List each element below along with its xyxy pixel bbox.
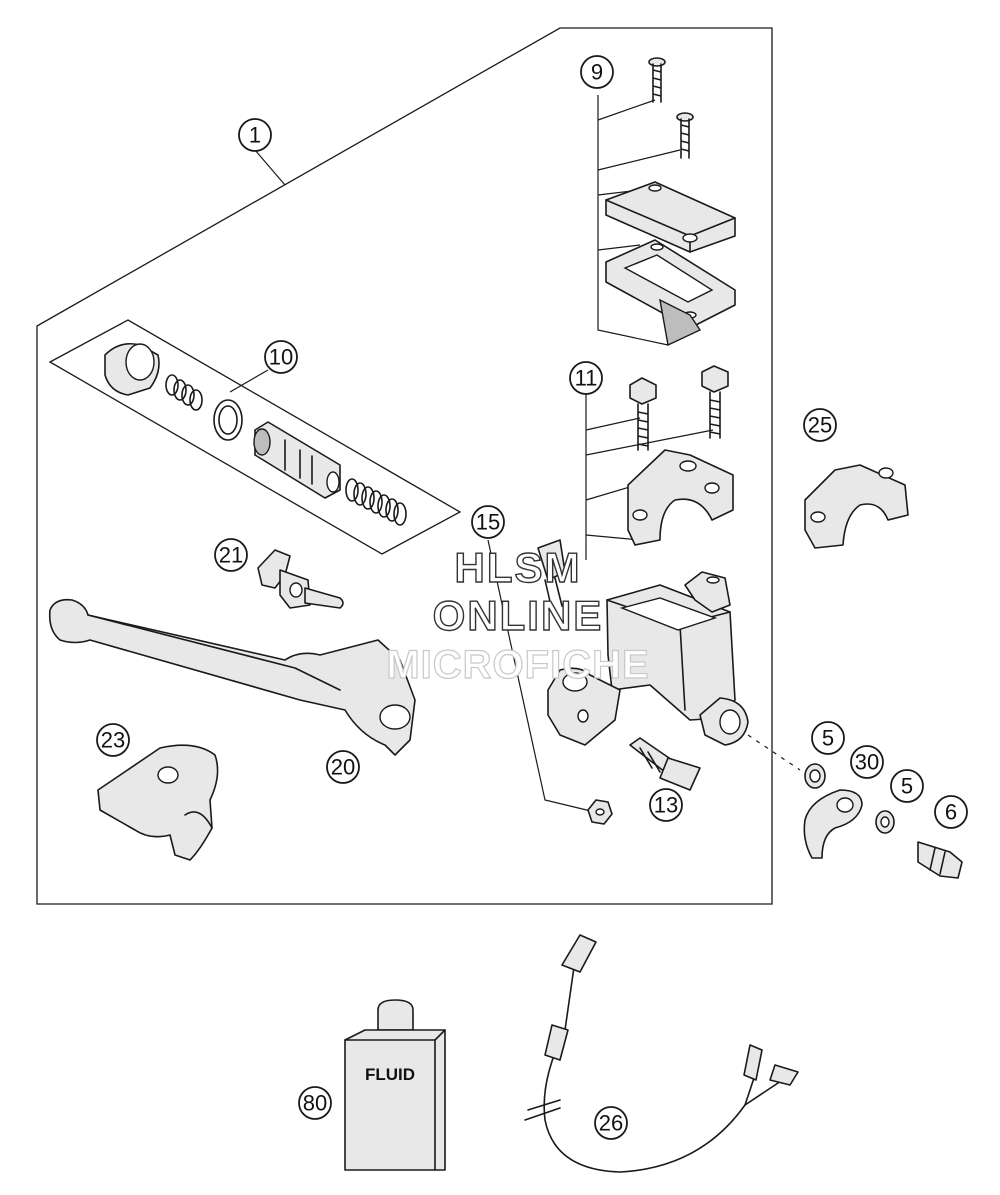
bleeder-screw-icon xyxy=(537,539,566,611)
watermark: HLSM ONLINE MICROFICHE xyxy=(386,543,650,687)
callout-label: 23 xyxy=(101,728,125,753)
brake-hose-icon xyxy=(803,789,863,859)
screw-icon xyxy=(676,112,694,159)
brake-fluid-bottle-icon: FLUID xyxy=(344,999,446,1171)
assembly-frame xyxy=(36,27,773,905)
wiring-harness-icon xyxy=(524,934,799,1173)
callout-25: 25 xyxy=(803,408,837,442)
brake-switch-icon xyxy=(629,737,701,791)
callout-13: 13 xyxy=(649,788,683,822)
bolt-icon xyxy=(701,365,729,439)
bolt-icon xyxy=(629,377,657,451)
boot-icon xyxy=(104,342,160,396)
piston-icon xyxy=(253,421,341,499)
callout-label: 30 xyxy=(855,750,879,775)
callout-label: 10 xyxy=(269,345,293,370)
callout-label: 11 xyxy=(575,366,598,391)
reservoir-cap-group xyxy=(597,57,736,347)
callout-label: 20 xyxy=(331,755,355,780)
lever-guard-icon xyxy=(97,744,219,861)
callout-9: 9 xyxy=(580,55,614,89)
callout-80: 80 xyxy=(298,1086,332,1120)
leader-1 xyxy=(254,149,286,186)
banjo-bolt-icon xyxy=(917,841,963,879)
master-cylinder-icon xyxy=(547,571,749,746)
fluid-label: FLUID xyxy=(365,1065,415,1084)
callout-5a: 5 xyxy=(811,721,845,755)
callout-11: 11 xyxy=(569,361,603,395)
callout-1: 1 xyxy=(238,118,272,152)
callout-label: 80 xyxy=(303,1091,327,1116)
callout-label: 26 xyxy=(599,1111,623,1136)
callout-label: 21 xyxy=(219,543,243,568)
watermark-line-1: HLSM xyxy=(455,544,582,591)
handlebar-clamp-icon xyxy=(627,449,734,546)
callout-label: 5 xyxy=(901,774,913,799)
callout-label: 25 xyxy=(808,413,832,438)
clamp-group xyxy=(585,365,734,560)
adjuster-screw-icon xyxy=(257,549,344,609)
callout-label: 1 xyxy=(249,123,261,148)
callout-10: 10 xyxy=(264,340,298,374)
screw-icon xyxy=(648,57,666,103)
callout-20: 20 xyxy=(326,750,360,784)
callout-label: 5 xyxy=(822,726,834,751)
watermark-line-2: ONLINE xyxy=(433,592,604,639)
callout-26: 26 xyxy=(594,1106,628,1140)
banjo-axis xyxy=(747,734,801,771)
bleeder-group xyxy=(487,539,613,825)
spare-clamp-icon xyxy=(804,464,909,549)
callout-label: 9 xyxy=(591,60,603,85)
diaphragm-icon xyxy=(605,239,736,347)
spring-icon xyxy=(165,374,203,411)
watermark-line-3: MICROFICHE xyxy=(386,643,649,687)
callout-label: 6 xyxy=(945,800,957,825)
callout-21: 21 xyxy=(214,538,248,572)
reservoir-cap-icon xyxy=(605,181,736,253)
piston-kit-group xyxy=(48,319,462,555)
washer-icon xyxy=(804,763,826,789)
callout-30: 30 xyxy=(850,745,884,779)
circlip-icon xyxy=(213,399,243,441)
callout-6: 6 xyxy=(934,795,968,829)
callout-23: 23 xyxy=(96,723,130,757)
callout-5b: 5 xyxy=(890,769,924,803)
callout-label: 13 xyxy=(654,793,678,818)
callout-15: 15 xyxy=(471,505,505,539)
hex-nut-icon xyxy=(587,799,613,825)
washer-icon xyxy=(875,810,895,834)
brake-lever-icon xyxy=(48,598,416,756)
return-spring-icon xyxy=(345,478,407,526)
callout-label: 15 xyxy=(476,510,500,535)
banjo-hardware-group xyxy=(803,763,963,879)
